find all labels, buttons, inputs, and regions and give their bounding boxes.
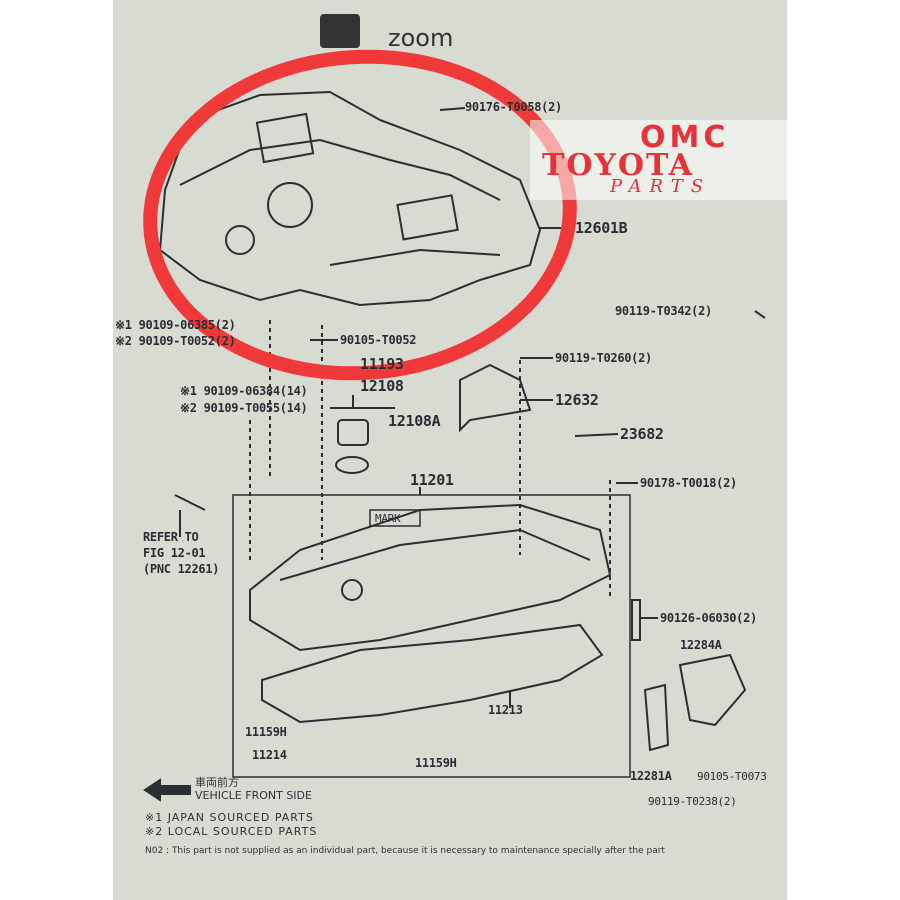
- part-label: 12601B: [575, 219, 628, 237]
- logo-toyota: TOYOTA: [542, 148, 694, 183]
- part-label: 11214: [252, 748, 287, 762]
- engine-cover-12601B: [158, 90, 542, 307]
- toyota-emblem: [225, 225, 255, 255]
- part-label: 90126-06030(2): [660, 611, 757, 625]
- part-label: 11193: [360, 355, 404, 373]
- part-label: 90105-T0052: [340, 333, 417, 347]
- part-label: 12632: [555, 391, 599, 409]
- part-label: 90119-T0238(2): [648, 795, 737, 808]
- refer-label: FIG 12-01: [143, 546, 206, 560]
- omc-toyota-parts-logo: OMC TOYOTA PARTS: [530, 120, 787, 200]
- logo-omc: OMC: [640, 120, 730, 155]
- part-label: 12281A: [630, 769, 672, 783]
- part-label: 90119-T0342(2): [615, 304, 712, 318]
- zoom-label: zoom: [388, 24, 454, 52]
- part-label: 12108: [360, 377, 404, 395]
- part-label: ※2 90109-T0055(14): [180, 401, 308, 415]
- legend-note-2: ※2 LOCAL SOURCED PARTS: [145, 825, 318, 838]
- logo-parts: PARTS: [610, 176, 712, 197]
- part-label: ※1 90109-06385(2): [115, 318, 236, 332]
- part-label: 11159H: [245, 725, 287, 739]
- part-label: ※2 90109-T0052(2): [115, 334, 236, 348]
- refer-label: REFER TO: [143, 530, 199, 544]
- part-label: 11201: [410, 471, 454, 489]
- part-label: 90119-T0260(2): [555, 351, 652, 365]
- legend-front-jp: 車両前方: [195, 776, 239, 789]
- part-label: 90178-T0018(2): [640, 476, 737, 490]
- red-highlight-circle: [143, 49, 577, 381]
- part-label: 12108A: [388, 412, 441, 430]
- refer-label: (PNC 12261): [143, 562, 220, 576]
- part-label: ※1 90109-06384(14): [180, 384, 308, 398]
- part-label: 11213: [488, 703, 523, 717]
- part-label: 12284A: [680, 638, 722, 652]
- legend-note-3: N02 : This part is not supplied as an in…: [145, 846, 665, 856]
- part-label: 90105-T0073: [697, 770, 767, 783]
- zoom-icon: [320, 14, 360, 48]
- mark-label: MARK: [375, 512, 401, 525]
- legend-note-1: ※1 JAPAN SOURCED PARTS: [145, 811, 314, 824]
- part-label: 11159H: [415, 756, 457, 770]
- part-label: 23682: [620, 425, 664, 443]
- legend-front-en: VEHICLE FRONT SIDE: [195, 789, 312, 802]
- front-arrow-icon: [143, 778, 191, 802]
- part-label: 90176-T0058(2): [465, 100, 562, 114]
